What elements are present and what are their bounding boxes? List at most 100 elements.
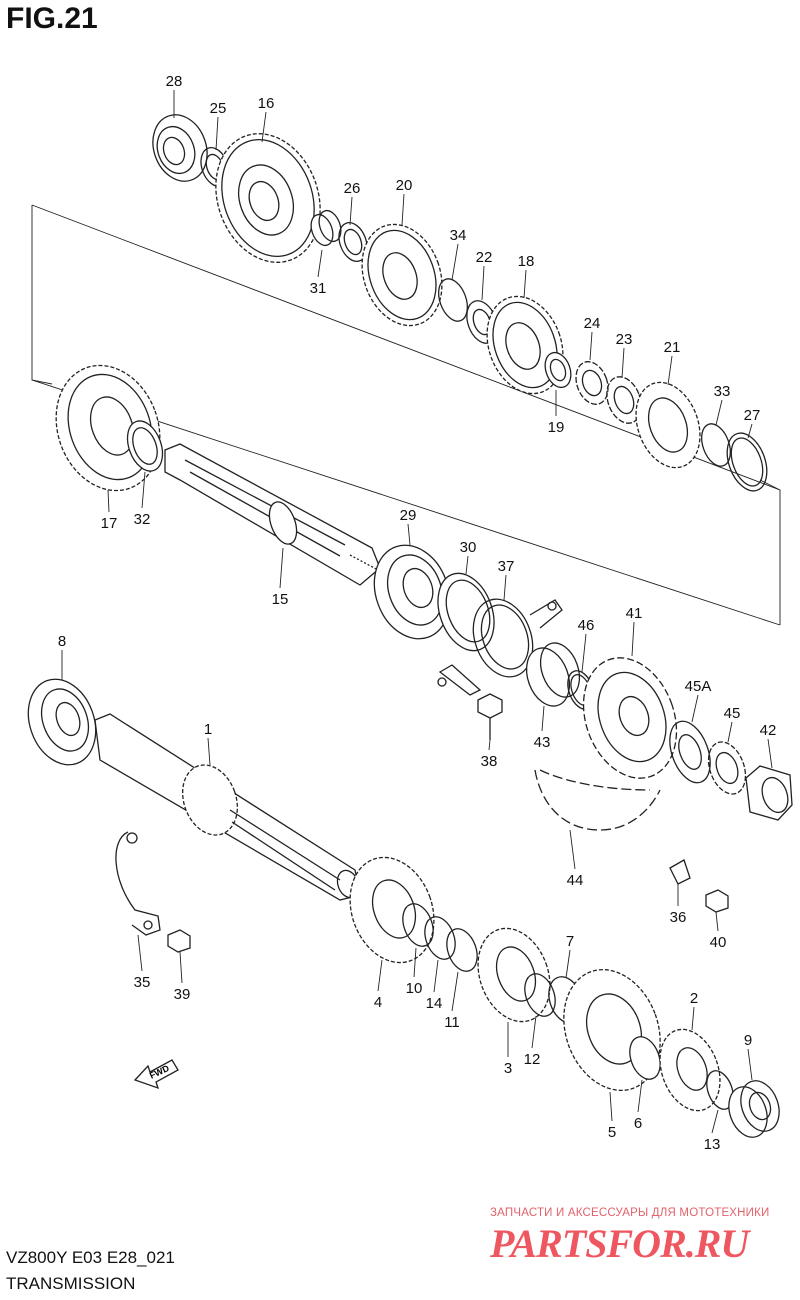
leader-line-38 [488, 739, 491, 751]
part-label-3: 3 [504, 1060, 512, 1077]
part-label-43: 43 [534, 734, 551, 751]
part-label-27: 27 [744, 407, 761, 424]
leader-line-1 [207, 737, 211, 766]
leader-line-34 [451, 243, 459, 281]
lock-washer-23-icon [606, 376, 642, 424]
figure-title: FIG.21 [6, 2, 98, 35]
part-label-11: 11 [444, 1014, 460, 1031]
part-label-2: 2 [690, 990, 698, 1007]
part-label-40: 40 [710, 934, 727, 951]
part-label-28: 28 [166, 73, 183, 90]
drive-chain-44-icon [534, 769, 661, 831]
part-label-45a: 45A [685, 678, 712, 695]
part-label-23: 23 [616, 331, 633, 348]
part-label-12: 12 [524, 1051, 541, 1068]
circlip-33-icon [701, 423, 731, 467]
part-label-30: 30 [460, 539, 477, 556]
nut-42-icon [745, 765, 793, 821]
part-label-31: 31 [310, 280, 327, 297]
part-label-8: 8 [58, 633, 66, 650]
leader-line-16 [261, 111, 267, 143]
gear-2-icon [659, 1028, 721, 1112]
leader-line-14 [433, 959, 439, 993]
part-label-19: 19 [548, 419, 565, 436]
bolt-40-icon [705, 889, 729, 913]
bushing-32-icon [126, 420, 164, 472]
part-label-41: 41 [626, 605, 643, 622]
leader-line-41 [631, 621, 635, 657]
part-label-4: 4 [374, 994, 382, 1011]
bushing-31-icon [310, 209, 342, 247]
leader-line-10 [413, 947, 417, 978]
part-label-42: 42 [760, 722, 777, 739]
leader-line-24 [589, 331, 593, 361]
part-label-35: 35 [134, 974, 151, 991]
part-label-21: 21 [664, 339, 681, 356]
part-label-34: 34 [450, 227, 467, 244]
part-label-26: 26 [344, 180, 361, 197]
washer-26-icon [338, 222, 368, 262]
bolt-38-icon [477, 693, 503, 740]
leader-line-15 [279, 547, 284, 589]
leader-line-9 [747, 1048, 753, 1081]
leader-line-13 [711, 1109, 719, 1134]
leader-line-23 [621, 347, 625, 379]
part-label-33: 33 [714, 383, 731, 400]
part-label-20: 20 [396, 177, 413, 194]
leader-line-29 [407, 523, 411, 546]
part-label-5: 5 [608, 1124, 616, 1141]
leader-line-11 [451, 971, 459, 1012]
leader-line-46 [581, 633, 587, 673]
washer-27-icon [726, 432, 768, 492]
washer-11-icon [446, 928, 478, 972]
spacer-43-icon [525, 642, 581, 707]
circlip-34-icon [438, 278, 468, 322]
leader-line-33 [715, 399, 723, 426]
leader-line-42 [767, 738, 773, 769]
leader-line-32 [141, 471, 146, 509]
part-label-6: 6 [634, 1115, 642, 1132]
part-label-36: 36 [670, 909, 687, 926]
part-label-10: 10 [406, 980, 423, 997]
leader-line-31 [317, 249, 323, 278]
leader-line-37 [503, 574, 507, 601]
countershaft-15-icon [164, 443, 381, 586]
bracket-36-icon [669, 859, 691, 885]
leader-line-45 [727, 721, 733, 743]
washer-12-icon [524, 973, 556, 1017]
circlip-14-icon [424, 916, 456, 960]
leader-line-7 [565, 949, 571, 979]
part-label-32: 32 [134, 511, 151, 528]
leader-line-17 [107, 489, 110, 513]
part-label-14: 14 [426, 995, 443, 1012]
retainer-37-icon [437, 598, 563, 696]
leader-line-25 [215, 116, 219, 151]
part-label-24: 24 [584, 315, 601, 332]
part-label-37: 37 [498, 558, 515, 575]
diagram-code: VZ800Y E03 E28_021 [6, 1248, 175, 1267]
bearing-28-icon [152, 114, 208, 182]
part-label-46: 46 [578, 617, 595, 634]
leader-line-5 [609, 1091, 613, 1122]
gear-17-icon [55, 364, 161, 492]
part-label-25: 25 [210, 100, 227, 117]
leader-line-35 [137, 934, 143, 972]
part-label-45: 45 [724, 705, 741, 722]
part-label-15: 15 [272, 591, 289, 608]
leader-line-18 [523, 269, 527, 299]
gear-21-icon [635, 381, 701, 469]
leader-line-12 [531, 1015, 537, 1049]
leader-line-4 [377, 959, 383, 992]
leader-line-39 [179, 951, 183, 984]
gear-18-icon [486, 295, 564, 395]
bushing-19-icon [544, 351, 572, 389]
part-label-18: 18 [518, 253, 535, 270]
leader-line-26 [349, 196, 353, 226]
leader-line-21 [667, 355, 673, 386]
diagram-caption: TRANSMISSION [6, 1274, 136, 1293]
part-label-38: 38 [481, 753, 498, 770]
bolt-39-icon [167, 929, 191, 953]
gear-16-icon [215, 133, 321, 263]
bushing-6-icon [629, 1036, 661, 1080]
washer-10-icon [402, 903, 434, 947]
